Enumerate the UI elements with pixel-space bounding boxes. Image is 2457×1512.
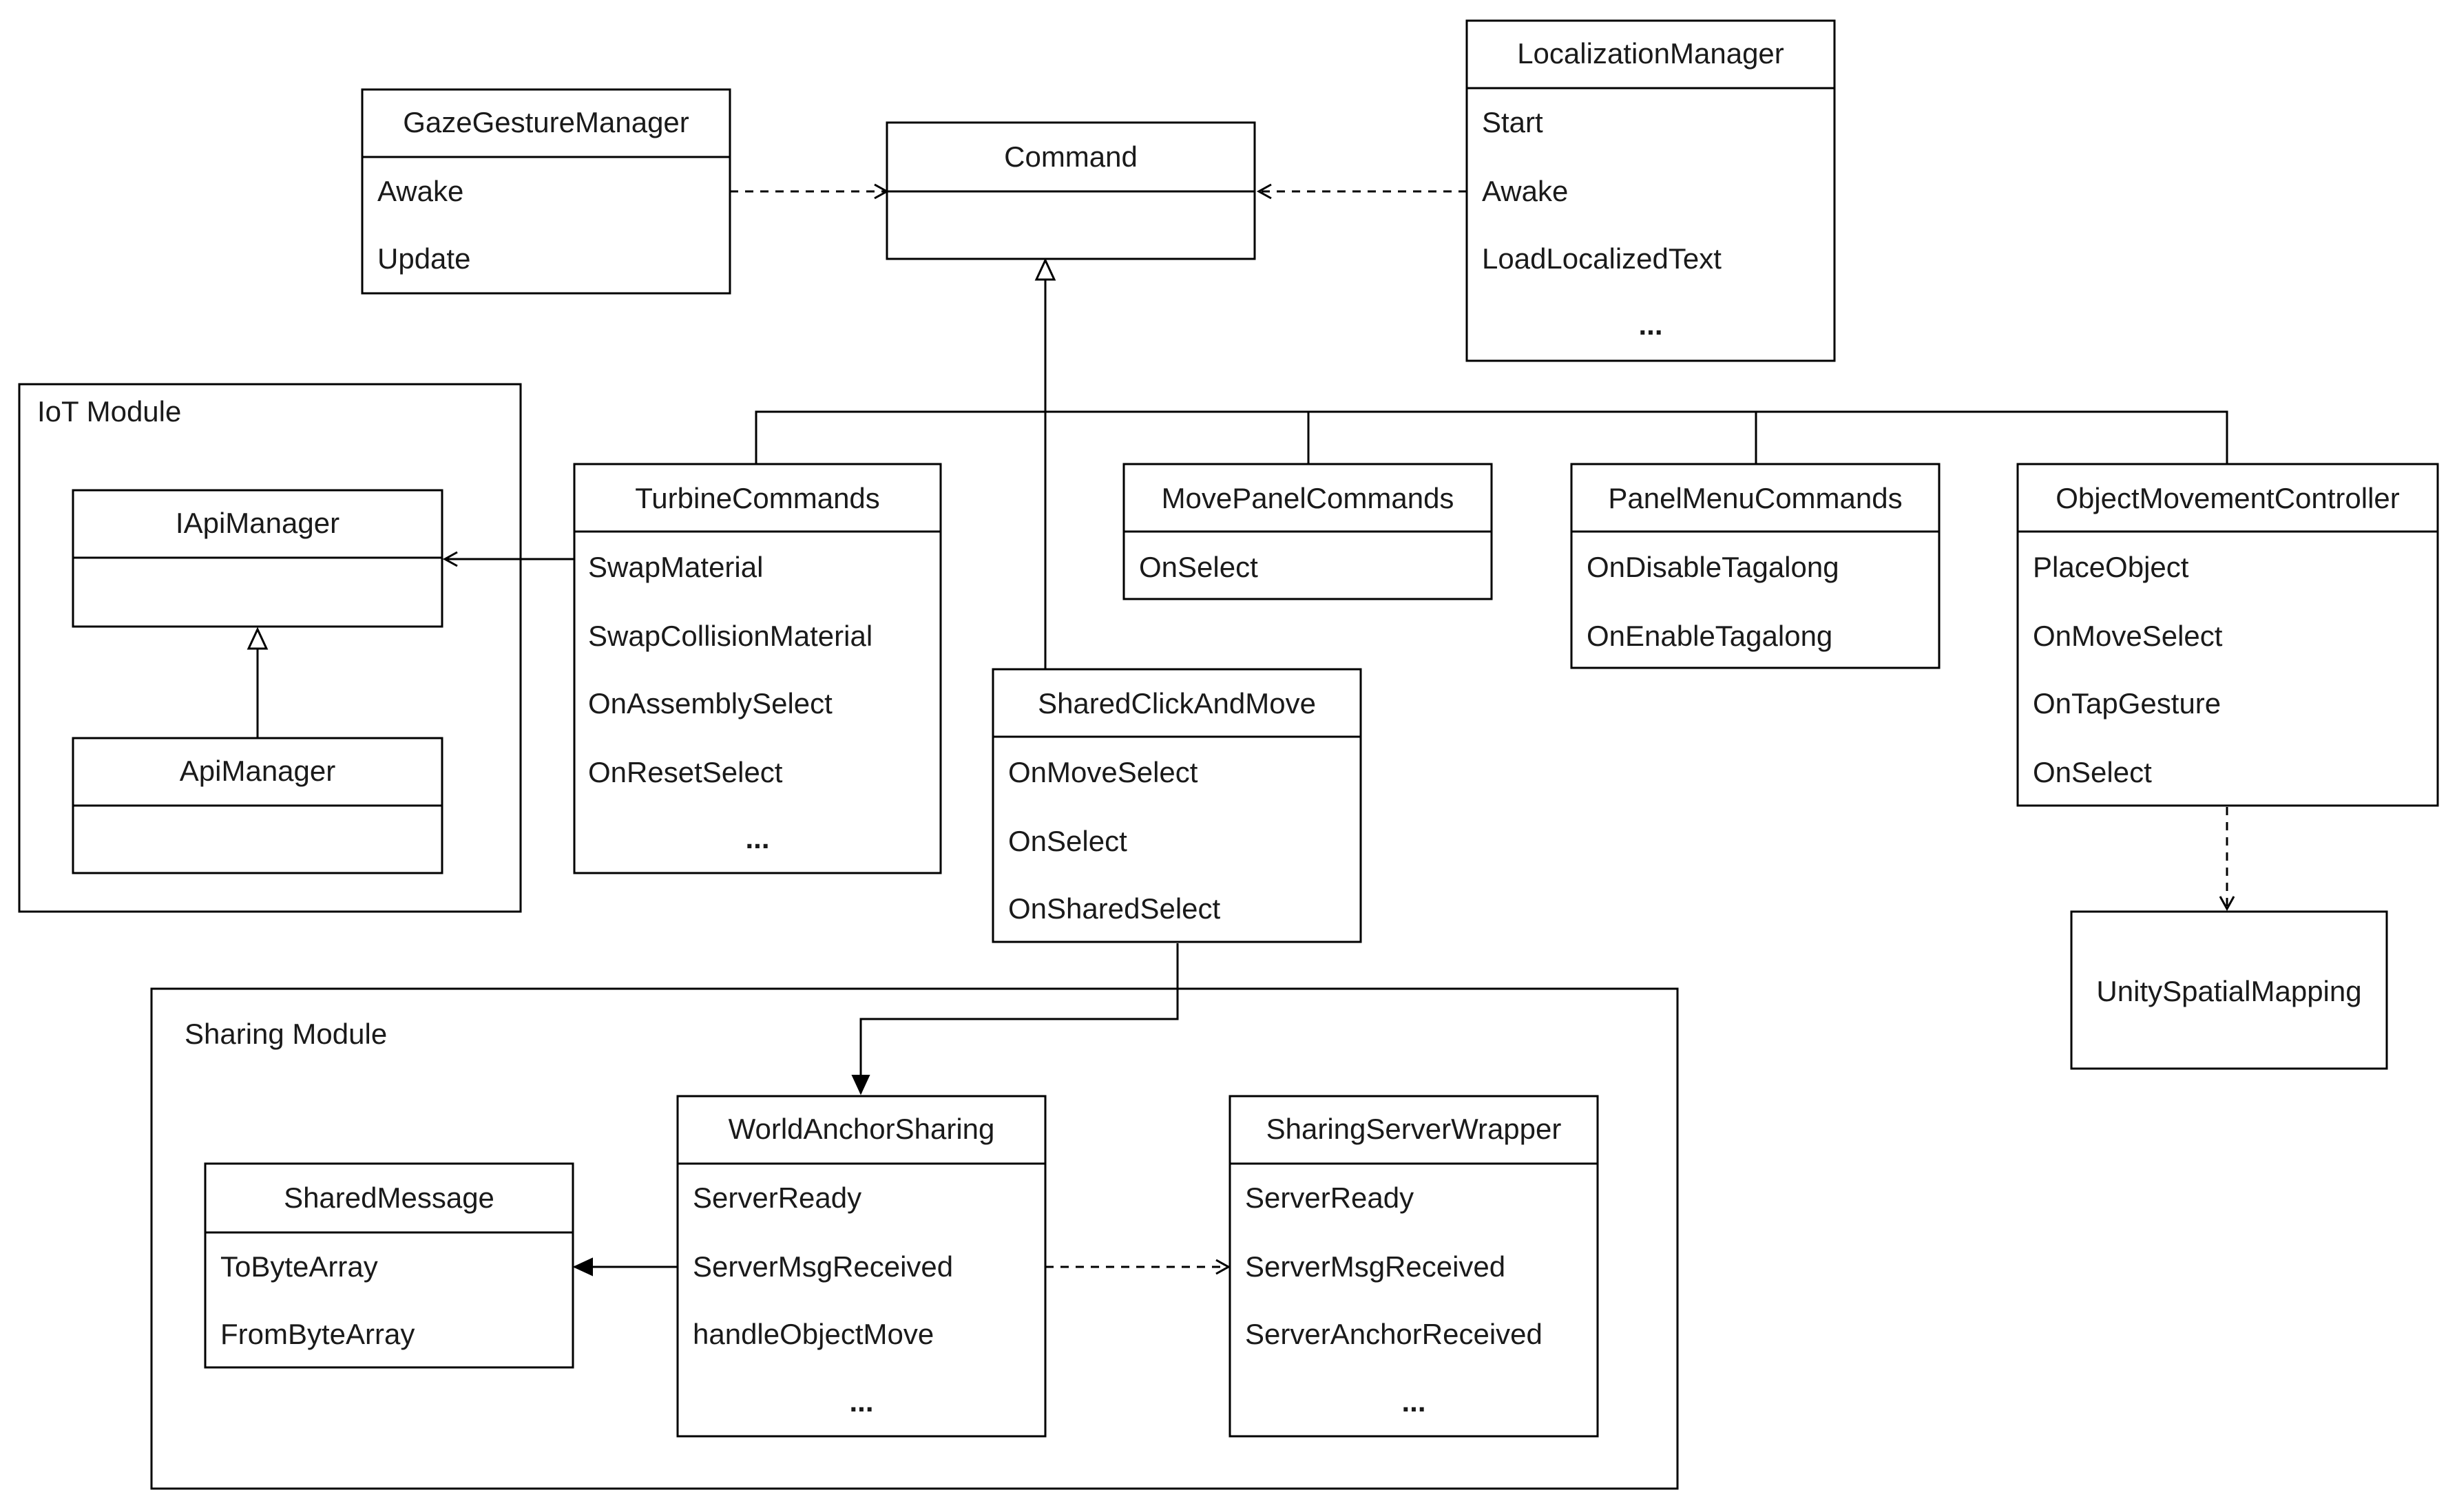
class-title: PanelMenuCommands: [1608, 482, 1902, 514]
class-api-manager: ApiManager: [72, 737, 443, 874]
class-panel-menu-commands: PanelMenuCommands OnDisableTagalong OnEn…: [1570, 463, 1941, 669]
class-member: OnSelect: [1008, 825, 1127, 857]
class-member: Awake: [1482, 175, 1568, 207]
class-turbine-commands: TurbineCommands SwapMaterial SwapCollisi…: [573, 463, 942, 874]
class-title: ObjectMovementController: [2056, 482, 2400, 514]
class-more: ...: [849, 1385, 873, 1418]
class-member: ToByteArray: [220, 1250, 378, 1283]
class-member: SwapCollisionMaterial: [588, 620, 872, 652]
class-shared-click-and-move: SharedClickAndMove OnMoveSelect OnSelect…: [992, 668, 1362, 943]
sharing-module-label: Sharing Module: [185, 1018, 387, 1050]
class-iapi-manager: IApiManager: [72, 489, 443, 628]
class-title: MovePanelCommands: [1162, 482, 1454, 514]
class-title: LocalizationManager: [1517, 37, 1784, 70]
class-title: WorldAnchorSharing: [729, 1113, 995, 1145]
class-title: IApiManager: [176, 507, 339, 539]
class-member: ServerReady: [1245, 1182, 1414, 1214]
class-member: OnSharedSelect: [1008, 892, 1221, 925]
class-title: UnitySpatialMapping: [2096, 975, 2361, 1007]
class-member: SwapMaterial: [588, 551, 763, 583]
class-sharing-server-wrapper: SharingServerWrapper ServerReady ServerM…: [1228, 1095, 1599, 1438]
class-localization-manager: LocalizationManager Start Awake LoadLoca…: [1465, 19, 1836, 362]
class-unity-spatial-mapping: UnitySpatialMapping: [2070, 910, 2388, 1070]
class-title: ApiManager: [180, 755, 335, 787]
class-member: OnResetSelect: [588, 756, 783, 788]
class-member: OnSelect: [1139, 551, 1258, 583]
class-member: ServerReady: [693, 1182, 861, 1214]
class-member: ServerAnchorReceived: [1245, 1318, 1543, 1350]
class-move-panel-commands: MovePanelCommands OnSelect: [1122, 463, 1493, 600]
class-member: OnSelect: [2033, 756, 2152, 788]
class-title: SharedMessage: [284, 1182, 494, 1214]
class-title: SharingServerWrapper: [1266, 1113, 1562, 1145]
edge-inheritance-bus: [755, 410, 2228, 464]
class-title: Command: [1004, 140, 1138, 173]
class-member: OnAssemblySelect: [588, 687, 833, 720]
iot-module-label: IoT Module: [37, 395, 181, 428]
class-title: GazeGestureManager: [403, 106, 689, 138]
class-command: Command: [886, 121, 1256, 260]
class-more: ...: [1401, 1385, 1425, 1418]
class-member: Update: [377, 242, 470, 275]
class-member: PlaceObject: [2033, 551, 2189, 583]
class-world-anchor-sharing: WorldAnchorSharing ServerReady ServerMsg…: [676, 1095, 1047, 1438]
edge-sharedclick-to-worldanchor: [851, 943, 1179, 1095]
class-member: OnDisableTagalong: [1587, 551, 1839, 583]
relations: [247, 183, 2235, 1277]
class-gaze-gesture-manager: GazeGestureManager Awake Update: [361, 88, 731, 295]
class-member: Awake: [377, 175, 463, 207]
class-member: ServerMsgReceived: [693, 1250, 953, 1283]
class-member: Start: [1482, 106, 1543, 138]
class-member: OnEnableTagalong: [1587, 620, 1832, 652]
class-member: OnMoveSelect: [1008, 756, 1198, 788]
class-more: ...: [1638, 308, 1662, 341]
class-member: FromByteArray: [220, 1318, 415, 1350]
class-title: TurbineCommands: [635, 482, 880, 514]
class-more: ...: [745, 822, 769, 854]
class-member: handleObjectMove: [693, 1318, 934, 1350]
class-object-movement-controller: ObjectMovementController PlaceObject OnM…: [2016, 463, 2439, 807]
class-member: OnTapGesture: [2033, 687, 2221, 720]
class-member: LoadLocalizedText: [1482, 242, 1722, 275]
class-shared-message: SharedMessage ToByteArray FromByteArray: [204, 1162, 574, 1369]
class-member: ServerMsgReceived: [1245, 1250, 1505, 1283]
class-member: OnMoveSelect: [2033, 620, 2223, 652]
class-title: SharedClickAndMove: [1038, 687, 1316, 720]
